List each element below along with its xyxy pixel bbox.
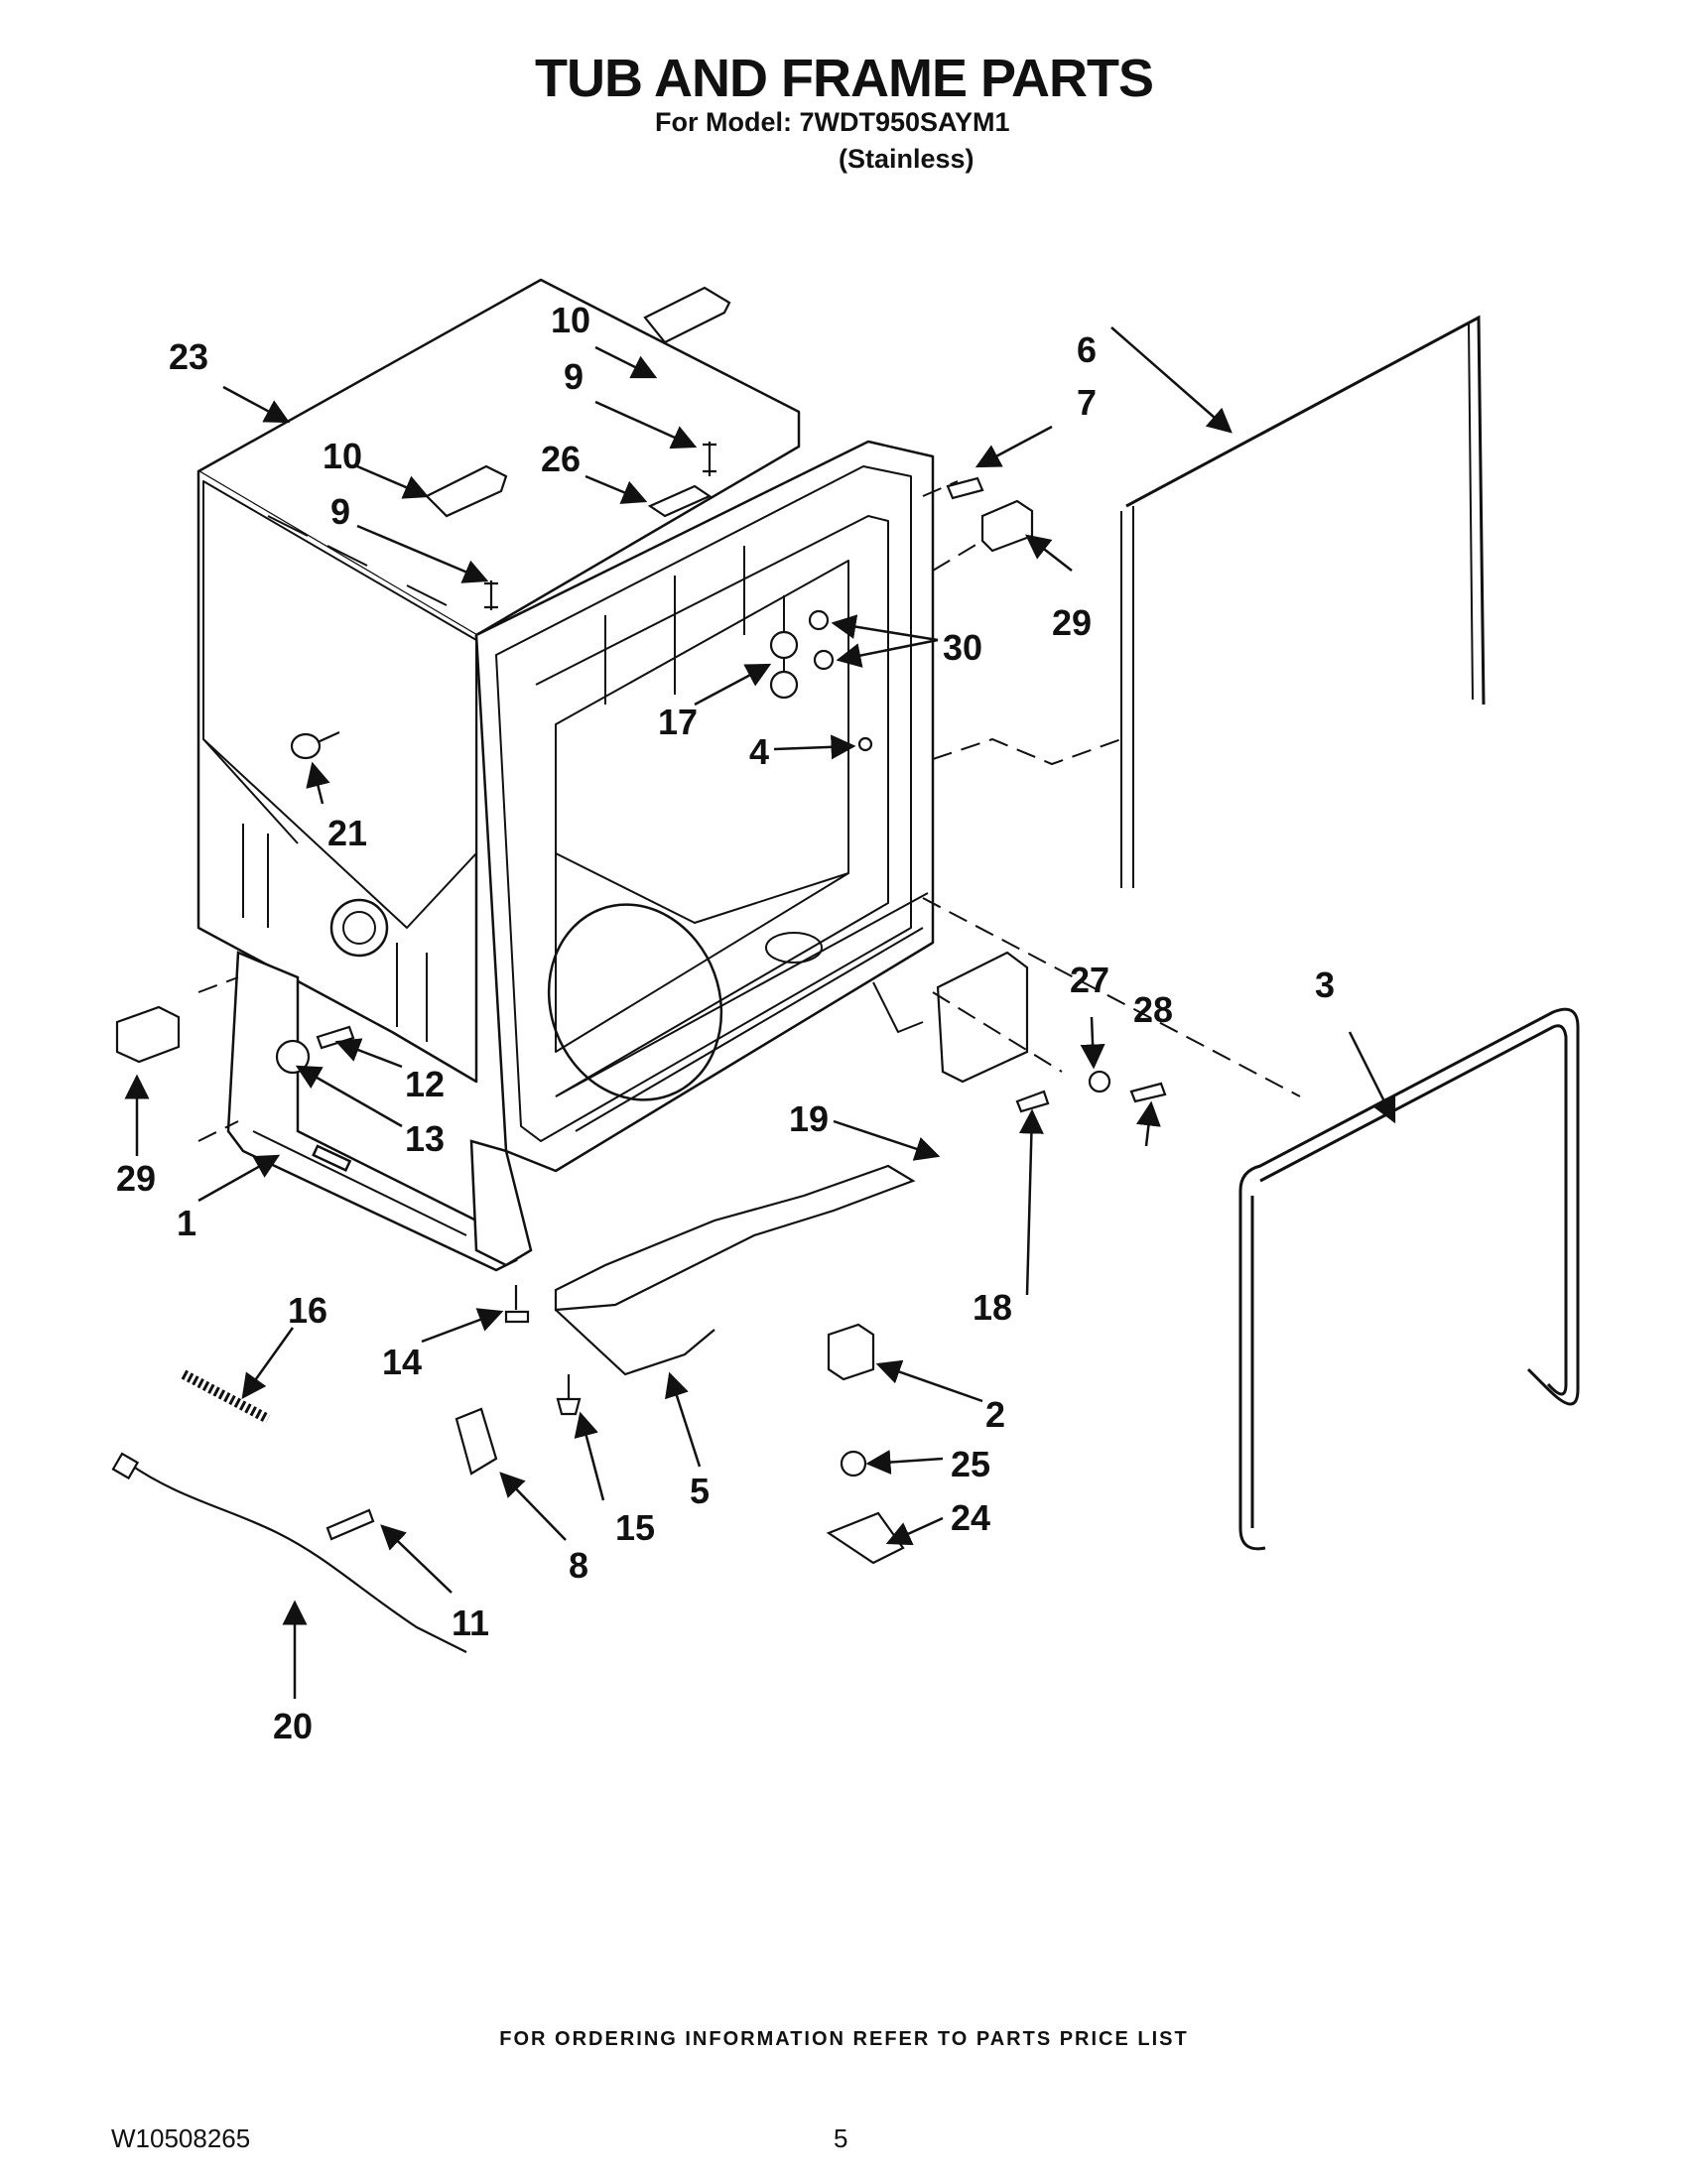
door-seal-gasket [1238,1007,1580,1551]
callout-4: 4 [749,731,769,772]
leveling-nut [275,1039,311,1075]
mounting-bracket [115,1005,181,1064]
side-seal-strip [1120,315,1486,888]
variant-label: (Stainless) [839,144,974,174]
nut-icon [769,670,799,700]
callout-12: 12 [405,1064,445,1104]
wire-harness [128,1463,467,1653]
callout-5: 5 [690,1471,710,1511]
screw-icon [484,580,498,610]
small-parts [111,286,1167,1653]
callout-1: 1 [177,1203,196,1243]
tub-assembly [196,278,935,1173]
screw-icon [703,442,716,476]
callout-3: 3 [1315,964,1335,1005]
callout-11: 11 [452,1603,489,1643]
screw-icon [1015,1090,1050,1113]
leader-arrows [124,326,1396,1699]
bracket-plate [936,951,1029,1084]
connector-block [827,1323,875,1381]
callout-23: 23 [169,336,208,377]
callout-26: 26 [541,439,581,479]
ordering-note: FOR ORDERING INFORMATION REFER TO PARTS … [499,2028,1189,2050]
callout-7: 7 [1077,382,1097,423]
callout-20: 20 [273,1706,313,1746]
hinge-cam [454,1407,498,1476]
callout-13: 13 [405,1118,445,1159]
callout-29-left: 29 [116,1158,156,1199]
mounting-bracket [980,499,1034,553]
washer-icon [813,649,835,671]
callout-9-top: 9 [564,356,584,397]
base-frame [226,951,533,1272]
spring-icon [181,1369,271,1424]
document-number: W10508265 [111,2123,251,2153]
callout-6: 6 [1077,329,1097,370]
toe-panel-plate [554,1164,916,1312]
callout-16: 16 [288,1290,327,1331]
callout-18: 18 [973,1287,1012,1328]
callout-labels: 23 10 9 10 9 26 21 6 7 29 30 17 4 3 27 2… [116,300,1335,1746]
callout-27: 27 [1070,960,1109,1000]
callout-2: 2 [985,1394,1005,1435]
screw-icon [325,1508,375,1541]
washer-icon [808,609,830,631]
callout-21: 21 [327,813,367,853]
callout-15: 15 [615,1507,655,1548]
page-title: TUB AND FRAME PARTS [535,49,1154,108]
callout-10-top: 10 [551,300,590,340]
nut-icon [769,630,799,660]
callout-28: 28 [1133,989,1173,1030]
callout-25: 25 [951,1444,990,1484]
screw-icon [316,1025,355,1050]
page-number: 5 [834,2123,848,2153]
fastener-icon [857,736,873,752]
plug-icon [290,732,322,760]
callout-24: 24 [951,1497,990,1538]
callout-9-left: 9 [330,491,350,532]
callout-19: 19 [789,1098,829,1139]
callout-29-right: 29 [1052,602,1092,643]
model-line: For Model: 7WDT950SAYM1 [655,107,1010,137]
tub-clip [647,484,713,518]
callout-10-left: 10 [323,436,362,476]
hinge-plate-top [643,286,731,344]
screw-icon [946,476,984,500]
foot-icon [556,1374,582,1416]
callout-8: 8 [569,1545,588,1586]
hinge-plate-left [425,464,508,518]
callout-17: 17 [658,702,698,742]
callout-14: 14 [382,1342,422,1382]
alignment-lines [197,480,1301,1142]
screw-icon [1129,1082,1167,1103]
washer-icon [1088,1070,1111,1093]
mount-clip [826,1511,905,1565]
sensor-icon [840,1450,867,1477]
leveling-leg [504,1285,530,1324]
callout-30: 30 [943,627,982,668]
